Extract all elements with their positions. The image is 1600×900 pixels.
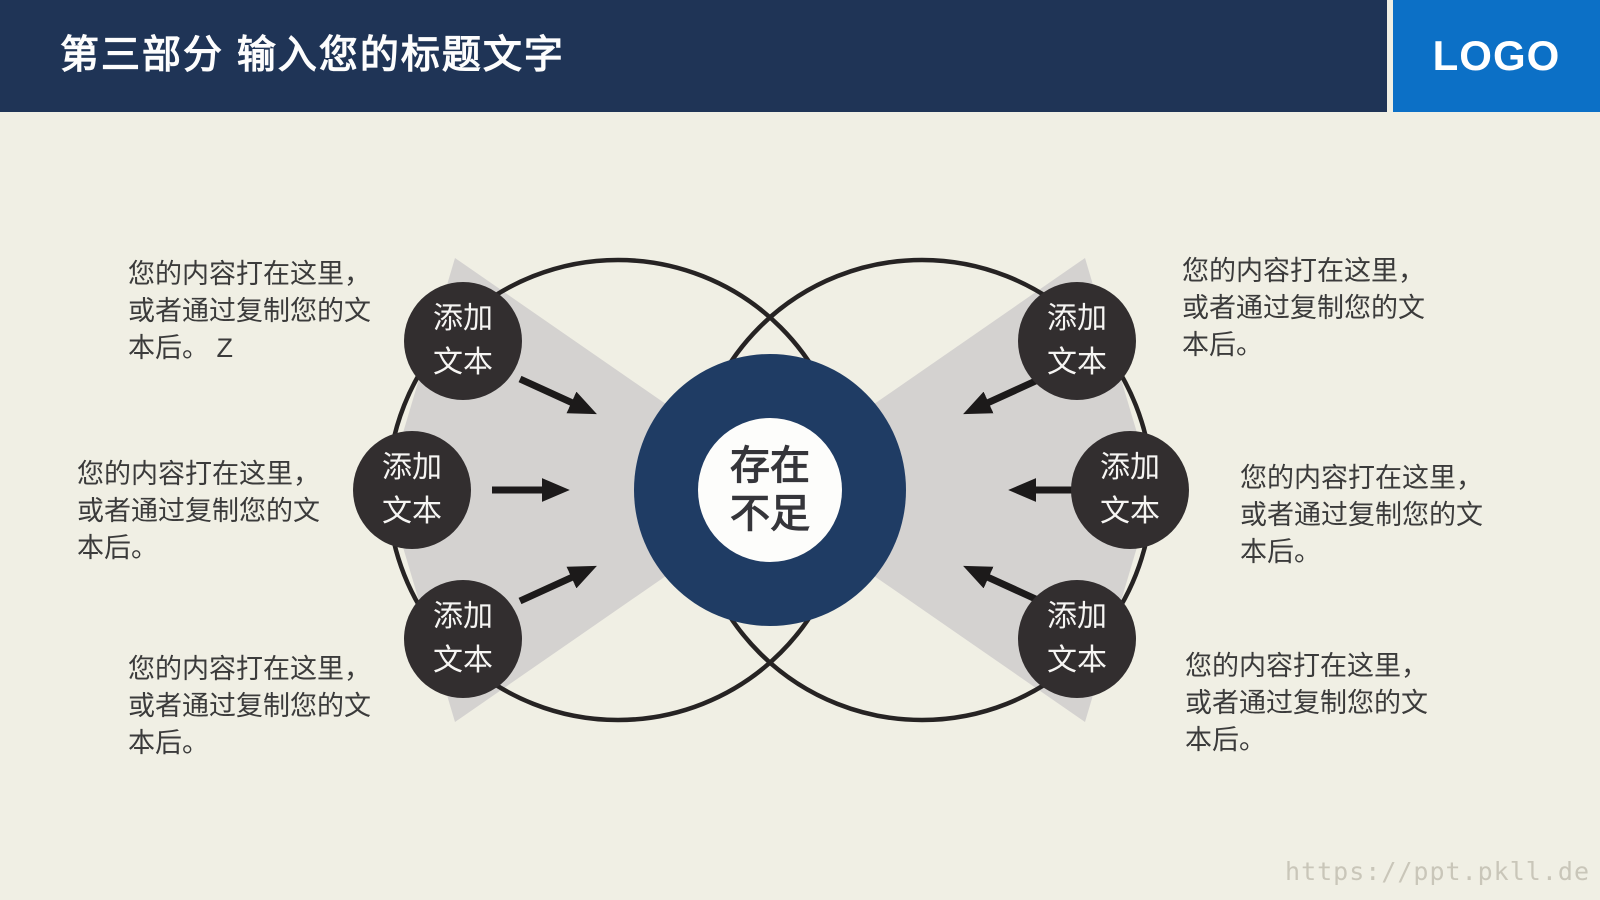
description-bottom-left: 您的内容打在这里， 或者通过复制您的文 本后。 [128,654,371,758]
node-bottom-right: 添加 文本 [1018,580,1136,698]
center-label: 存在 不足 [730,444,810,536]
node-top-right: 添加 文本 [1018,282,1136,400]
node-mid-left: 添加 文本 [353,431,471,549]
node-bottom-left: 添加 文本 [404,580,522,698]
arrow-bottom-left [518,565,597,605]
description-mid-left: 您的内容打在这里， 或者通过复制您的文 本后。 [77,459,320,563]
description-top-left: 您的内容打在这里， 或者通过复制您的文 本后。 Z [128,259,371,363]
arrow-top-left [518,375,597,415]
description-mid-right: 您的内容打在这里， 或者通过复制您的文 本后。 [1240,463,1483,567]
logo-text: LOGO [1432,32,1561,79]
arrow-top-right [963,375,1042,415]
node-top-left: 添加 文本 [404,282,522,400]
logo-box: LOGO [1393,0,1600,112]
description-top-right: 您的内容打在这里， 或者通过复制您的文 本后。 [1182,256,1425,360]
header-bar [0,0,1387,112]
center-inner-circle: 存在 不足 [698,418,842,562]
node-mid-right: 添加 文本 [1071,431,1189,549]
watermark-url: https://ppt.pkll.de [1285,857,1590,886]
arrow-bottom-right [963,565,1042,605]
description-bottom-right: 您的内容打在这里， 或者通过复制您的文 本后。 [1185,651,1428,755]
page-title: 第三部分 输入您的标题文字 [60,34,565,77]
